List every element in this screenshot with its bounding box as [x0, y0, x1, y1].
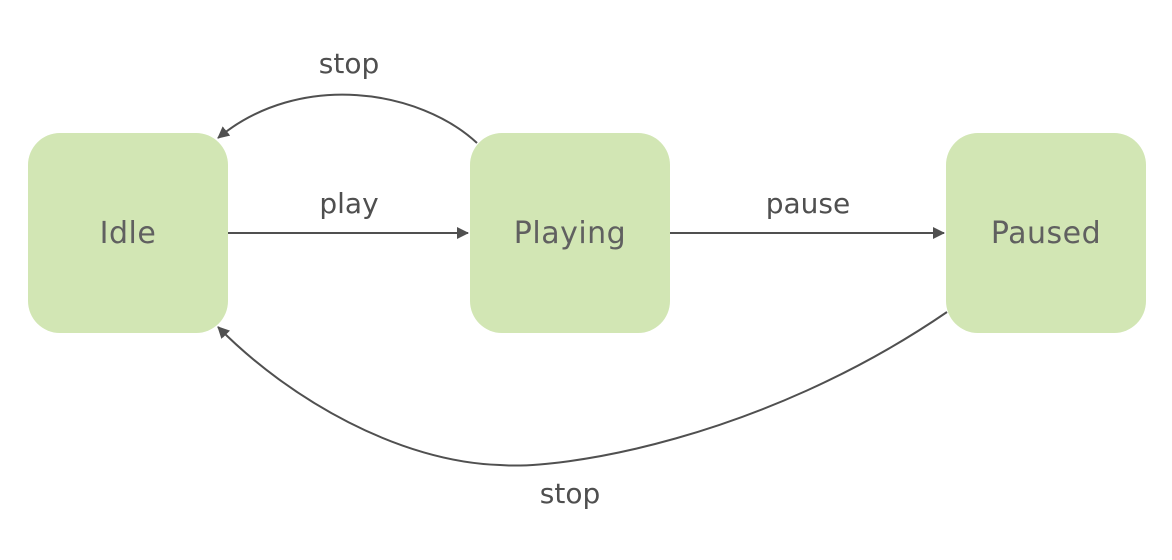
transition-stop-paused-label: stop	[539, 477, 601, 510]
state-idle: Idle	[28, 133, 228, 333]
transition-pause-label: pause	[765, 187, 851, 220]
state-playing: Playing	[470, 133, 670, 333]
transition-play-label: play	[319, 187, 379, 220]
state-playing-label: Playing	[513, 215, 627, 251]
transition-stop-playing-label: stop	[318, 47, 380, 80]
state-paused: Paused	[946, 133, 1146, 333]
state-idle-label: Idle	[99, 215, 157, 251]
state-paused-label: Paused	[990, 215, 1102, 251]
transition-stop-playing-arrow	[217, 93, 478, 144]
transition-stop-paused-arrow	[217, 311, 948, 467]
